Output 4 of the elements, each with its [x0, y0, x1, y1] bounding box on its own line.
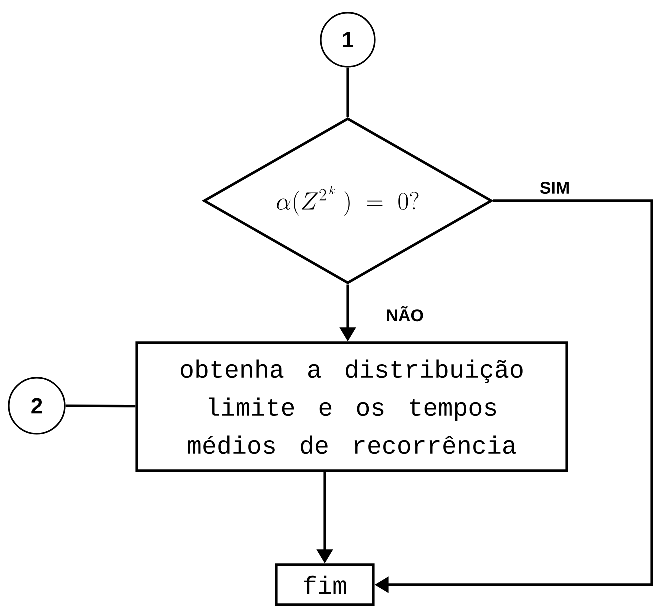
- process-box: obtenha a distribuição limite e os tempos médios de recorrência: [136, 342, 568, 472]
- edge-label: SIM: [540, 182, 569, 194]
- terminal-box: fim: [275, 564, 375, 606]
- edge-label: NÃO: [387, 306, 424, 322]
